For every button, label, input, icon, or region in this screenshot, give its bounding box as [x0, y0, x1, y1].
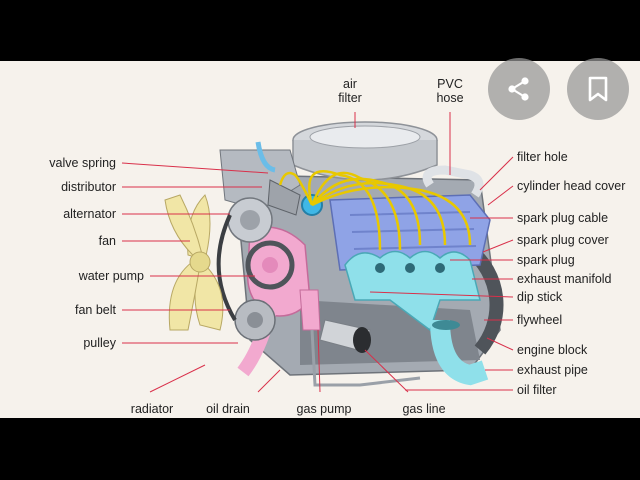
bookmark-button[interactable]: [567, 58, 629, 120]
share-icon: [508, 77, 529, 101]
label-alternator: alternator: [63, 207, 116, 221]
fan-shape: [164, 194, 224, 331]
label-spark-plug-cable: spark plug cable: [517, 211, 609, 225]
label-oil-filter: oil filter: [517, 383, 557, 397]
label-dip-stick: dip stick: [517, 290, 563, 304]
leader-lines: [121, 112, 514, 393]
label-radiator: radiator: [130, 402, 174, 416]
label-valve-spring: valve spring: [49, 156, 116, 170]
label-water-pump: water pump: [78, 269, 144, 283]
label-spark-plug-cover: spark plug cover: [517, 233, 609, 247]
water-pump-shape: [246, 226, 311, 317]
label-gas-line: gas line: [402, 402, 446, 416]
engine-illustration: [121, 112, 514, 393]
label-flywheel: flywheel: [517, 313, 563, 327]
label-exhaust-pipe: exhaust pipe: [517, 363, 588, 377]
exhaust-pipe-shape: [430, 319, 489, 386]
label-spark-plug: spark plug: [517, 253, 575, 267]
label-exhaust-manifold: exhaust manifold: [517, 272, 612, 286]
label-engine-block: engine block: [517, 343, 588, 357]
spark-plug-cables: [278, 170, 472, 251]
label-gas-pump: gas pump: [296, 402, 352, 416]
label-oil-drain: oil drain: [206, 402, 250, 416]
label-distributor: distributor: [61, 180, 116, 194]
share-button[interactable]: [488, 58, 550, 120]
label-fan-belt: fan belt: [74, 303, 116, 317]
label-cylinder-head-cover: cylinder head cover: [517, 179, 626, 193]
label-fan: fan: [98, 234, 116, 248]
bookmark-icon: [588, 76, 608, 102]
label-pulley: pulley: [83, 336, 116, 350]
label-filter-hole: filter hole: [517, 150, 568, 164]
